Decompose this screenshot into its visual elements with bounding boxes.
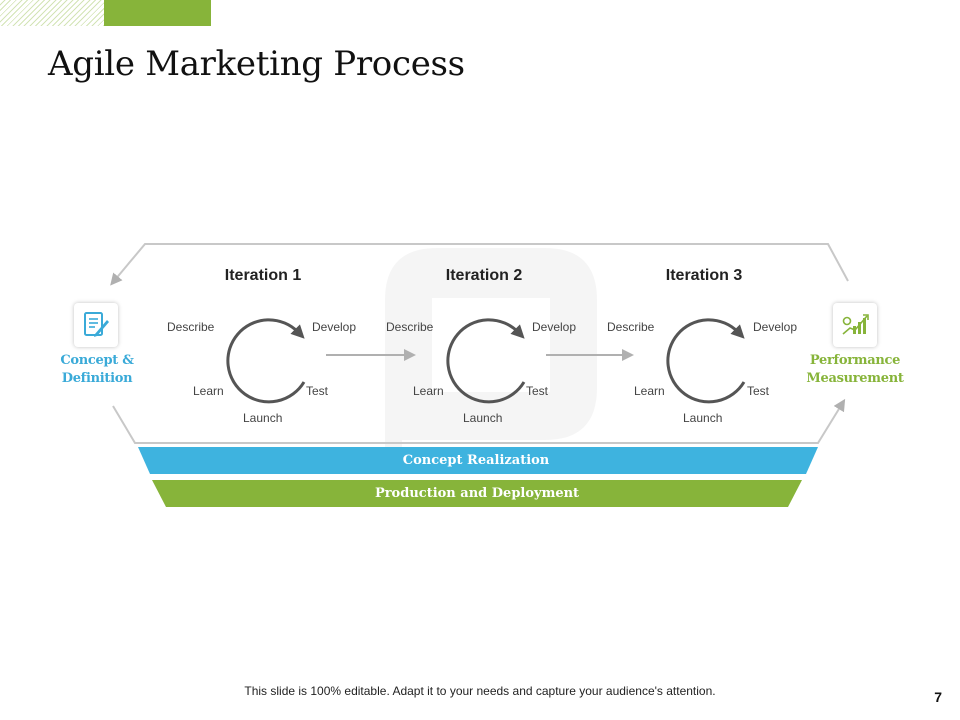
document-edit-icon — [84, 312, 109, 337]
iteration-2-describe: Describe — [386, 320, 434, 334]
cycle-arc-2 — [446, 318, 526, 404]
iteration-1-learn: Learn — [193, 384, 224, 398]
decorative-hatch — [0, 0, 104, 26]
iteration-1-title: Iteration 1 — [224, 267, 302, 284]
iteration-1-describe: Describe — [167, 320, 215, 334]
performance-measurement-label: Performance Measurement — [795, 352, 915, 388]
iteration-2-develop: Develop — [532, 320, 577, 334]
decorative-green-bar — [104, 0, 211, 26]
concept-definition-icon-box — [74, 303, 118, 347]
bottom-frame-line — [112, 398, 846, 444]
footer-note: This slide is 100% editable. Adapt it to… — [244, 684, 716, 698]
concept-realization-band — [138, 447, 818, 474]
iteration-1-launch: Launch — [243, 411, 283, 425]
page-number: 7 — [934, 689, 942, 705]
iteration-2-title: Iteration 2 — [445, 267, 523, 284]
concept-definition-label: Concept & Definition — [37, 352, 157, 388]
concept-definition-line-1: Concept & — [60, 353, 134, 368]
performance-measurement-line-2: Measurement — [806, 371, 904, 386]
top-frame-line — [110, 243, 849, 286]
iteration-3-learn: Learn — [634, 384, 665, 398]
concept-definition-line-2: Definition — [61, 371, 133, 386]
watermark-logo — [385, 248, 597, 470]
iteration-3-describe: Describe — [607, 320, 655, 334]
iteration-2-launch: Launch — [463, 411, 503, 425]
iteration-3-launch: Launch — [683, 411, 723, 425]
growth-chart-icon — [842, 314, 869, 335]
concept-realization-label: Concept Realization — [402, 453, 550, 468]
cycle-arc-1 — [226, 318, 306, 404]
iteration-3-test: Test — [747, 384, 770, 398]
performance-measurement-line-1: Performance — [809, 353, 901, 368]
iteration-2-test: Test — [526, 384, 549, 398]
iteration-3-title: Iteration 3 — [665, 267, 743, 284]
iteration-2-learn: Learn — [413, 384, 444, 398]
iteration-3-develop: Develop — [753, 320, 798, 334]
cycle-arc-3 — [666, 318, 746, 404]
iteration-1-test: Test — [306, 384, 329, 398]
iteration-1-develop: Develop — [312, 320, 357, 334]
production-deployment-band — [152, 480, 802, 507]
performance-measurement-icon-box — [833, 303, 877, 347]
production-deployment-label: Production and Deployment — [374, 486, 580, 501]
page-title: Agile Marketing Process — [48, 44, 465, 84]
